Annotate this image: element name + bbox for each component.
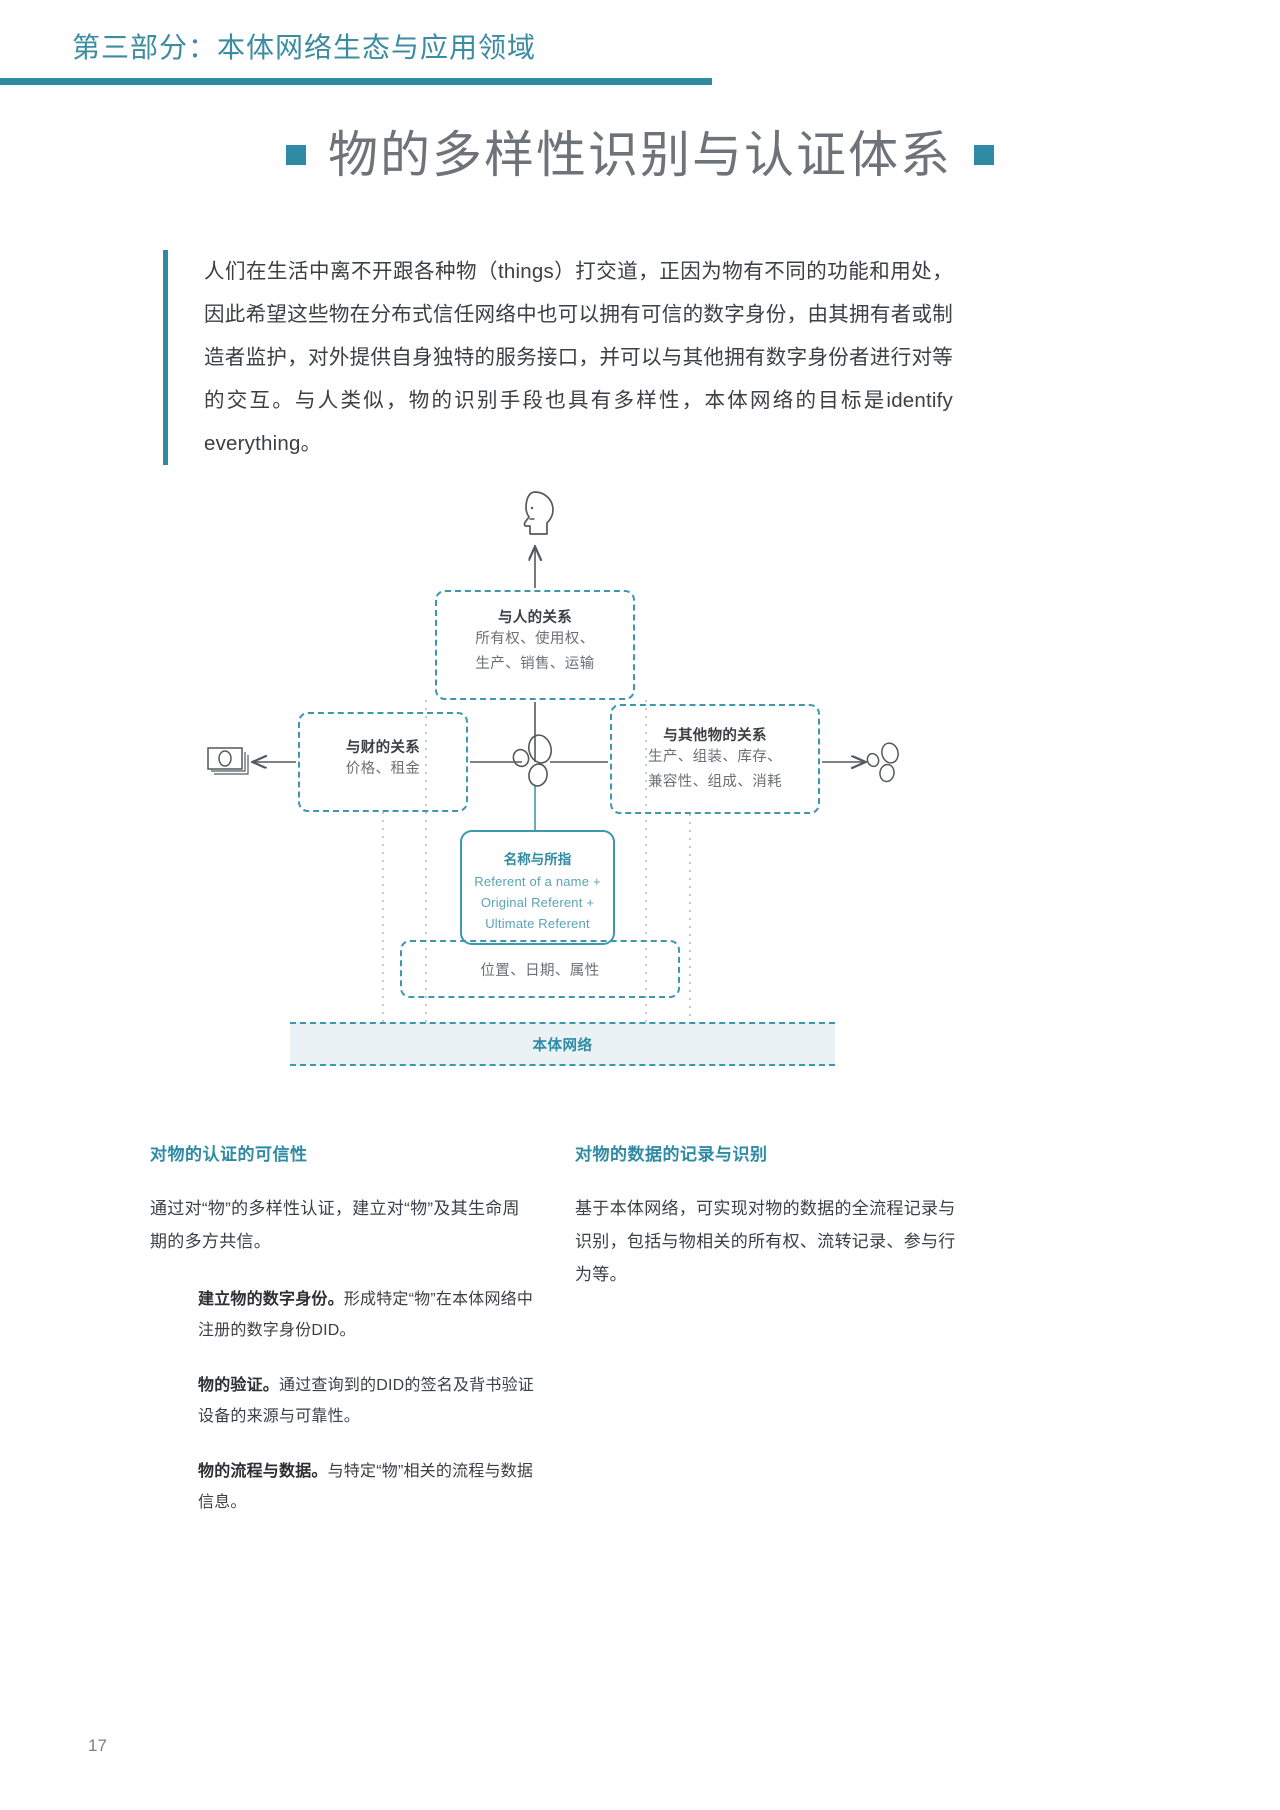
box-line: 兼容性、组成、消耗 [647, 774, 783, 790]
pebbles-icon [866, 742, 899, 783]
column-heading: 对物的认证的可信性 [150, 1145, 308, 1164]
diagram-box-person-relationship: 与人的关系 所有权、使用权、 生产、销售、运输 [435, 590, 635, 700]
page-header: 第三部分：本体网络生态与应用领域 [0, 0, 1280, 86]
diagram-connectors [207, 491, 899, 1022]
box-title: 与其他物的关系 [663, 728, 767, 744]
head-profile-icon [523, 491, 554, 535]
column-heading: 对物的数据的记录与识别 [575, 1145, 768, 1164]
list-item: 物的流程与数据。与特定“物”相关的流程与数据信息。 [198, 1456, 535, 1518]
box-line: Original Referent + [480, 895, 595, 910]
diagram-ontology-network-bar: 本体网络 [290, 1022, 835, 1066]
diagram-box-referent: 名称与所指 Referent of a name + Original Refe… [460, 830, 615, 945]
column-data-record: 对物的数据的记录与识别 基于本体网络，可实现对物的数据的全流程记录与识别，包括与… [575, 1140, 960, 1317]
list-item-desc: 形成特定“物”在本体网络中注册的数字身份DID。 [198, 1291, 534, 1339]
diagram-box-attributes: 位置、日期、属性 [400, 940, 680, 998]
page-number: 17 [88, 1736, 107, 1755]
square-bullet-icon [974, 145, 994, 165]
box-line: 位置、日期、属性 [480, 963, 600, 979]
square-bullet-icon [286, 145, 306, 165]
page-title: 物的多样性识别与认证体系 [0, 115, 1280, 187]
list-item-desc: 通过查询到的DID的签名及背书验证设备的来源与可靠性。 [198, 1377, 534, 1425]
list-item: 物的验证。通过查询到的DID的签名及背书验证设备的来源与可靠性。 [198, 1370, 535, 1432]
diagram-box-wealth-relationship: 与财的关系 价格、租金 [298, 712, 468, 812]
column-paragraph: 通过对“物”的多样性认证，建立对“物”及其生命周期的多方共信。 [150, 1199, 520, 1251]
pebbles-icon [512, 734, 552, 787]
section-title: 第三部分：本体网络生态与应用领域 [72, 32, 537, 63]
list-item-term: 物的流程与数据。 [198, 1463, 328, 1480]
box-line: 生产、销售、运输 [475, 656, 595, 672]
list-item-desc: 与特定“物”相关的流程与数据信息。 [198, 1463, 534, 1511]
diagram-box-other-things-relationship: 与其他物的关系 生产、组装、库存、 兼容性、组成、消耗 [610, 704, 820, 814]
box-title: 与财的关系 [346, 740, 420, 756]
list-item-term: 物的验证。 [198, 1377, 280, 1394]
banknotes-icon [207, 747, 249, 775]
box-line: Ultimate Referent [485, 916, 590, 931]
list-item-term: 建立物的数字身份。 [198, 1291, 344, 1308]
intro-paragraph: 人们在生活中离不开跟各种物（things）打交道，正因为物有不同的功能和用处，因… [204, 260, 953, 455]
box-line: 生产、组装、库存、 [647, 749, 783, 765]
box-title: 与人的关系 [498, 610, 572, 626]
box-title: 名称与所指 [503, 852, 572, 867]
page-title-text: 物的多样性识别与认证体系 [328, 127, 952, 183]
header-divider-rule [0, 78, 712, 85]
relationship-diagram: 与人的关系 所有权、使用权、 生产、销售、运输 与财的关系 价格、租金 与其他物… [150, 490, 1130, 1110]
intro-callout: 人们在生活中离不开跟各种物（things）打交道，正因为物有不同的功能和用处，因… [163, 250, 953, 465]
column-paragraph: 基于本体网络，可实现对物的数据的全流程记录与识别，包括与物相关的所有权、流转记录… [575, 1199, 956, 1284]
column-trustworthiness: 对物的认证的可信性 通过对“物”的多样性认证，建立对“物”及其生命周期的多方共信… [150, 1140, 535, 1542]
box-line: Referent of a name + [474, 874, 601, 889]
ontology-network-label: 本体网络 [532, 1037, 593, 1054]
box-line: 所有权、使用权、 [475, 631, 595, 647]
box-line: 价格、租金 [345, 761, 421, 777]
list-item: 建立物的数字身份。形成特定“物”在本体网络中注册的数字身份DID。 [198, 1284, 535, 1346]
